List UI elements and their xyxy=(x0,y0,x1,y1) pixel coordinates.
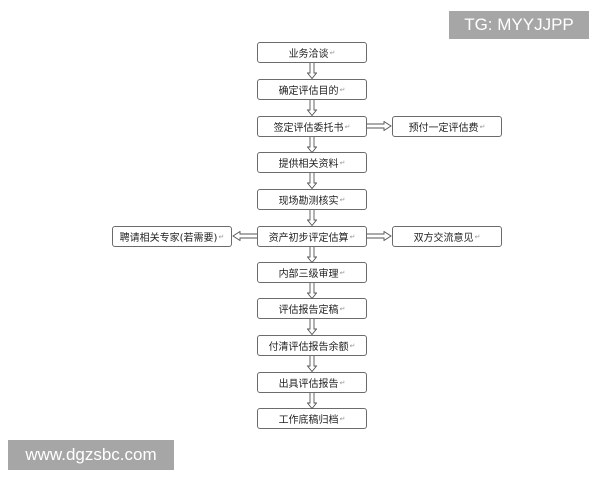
return-mark-icon: ↵ xyxy=(339,85,346,94)
step-archive-workpapers: 工作底稿归档↵ xyxy=(257,408,367,429)
down-arrow-icon xyxy=(307,283,317,299)
return-mark-icon: ↵ xyxy=(339,195,346,204)
right-arrow-icon xyxy=(367,121,392,131)
step-label: 内部三级审理 xyxy=(278,269,339,280)
step-label: 提供相关资料 xyxy=(278,159,339,170)
return-mark-icon: ↵ xyxy=(329,48,336,57)
return-mark-icon: ↵ xyxy=(339,158,346,167)
right-arrow-icon xyxy=(367,231,392,241)
step-label: 评估报告定稿 xyxy=(278,305,339,316)
return-mark-icon: ↵ xyxy=(339,268,346,277)
return-mark-icon: ↵ xyxy=(339,414,346,423)
step-label: 现场勘测核实 xyxy=(278,196,339,207)
step-provide-materials: 提供相关资料↵ xyxy=(257,152,367,173)
step-internal-review: 内部三级审理↵ xyxy=(257,262,367,283)
step-label: 签定评估委托书 xyxy=(273,123,344,134)
return-mark-icon: ↵ xyxy=(344,122,351,131)
step-preliminary-estimate: 资产初步评定估算↵ xyxy=(257,226,367,247)
side-step-hire-experts: 聘请相关专家(若需要)↵ xyxy=(112,226,232,247)
step-label: 确定评估目的 xyxy=(278,86,339,97)
step-issue-report: 出具评估报告↵ xyxy=(257,372,367,393)
step-label: 聘请相关专家(若需要) xyxy=(119,233,218,244)
down-arrow-icon xyxy=(307,319,317,335)
down-arrow-icon xyxy=(307,137,317,153)
return-mark-icon: ↵ xyxy=(349,232,356,241)
step-label: 资产初步评定估算 xyxy=(268,233,349,244)
step-label: 付清评估报告余额 xyxy=(268,342,349,353)
return-mark-icon: ↵ xyxy=(339,304,346,313)
side-step-prepay-fee: 预付一定评估费↵ xyxy=(392,116,502,137)
step-business-negotiation: 业务洽谈↵ xyxy=(257,42,367,63)
step-label: 工作底稿归档 xyxy=(278,415,339,426)
step-label: 双方交流意见 xyxy=(413,233,474,244)
step-label: 出具评估报告 xyxy=(278,379,339,390)
watermark-telegram: TG: MYYJJPP xyxy=(449,11,589,39)
down-arrow-icon xyxy=(307,173,317,189)
step-pay-balance: 付清评估报告余额↵ xyxy=(257,335,367,356)
side-step-mutual-exchange: 双方交流意见↵ xyxy=(392,226,502,247)
step-site-survey: 现场勘测核实↵ xyxy=(257,189,367,210)
step-sign-contract: 签定评估委托书↵ xyxy=(257,116,367,137)
step-label: 业务洽谈 xyxy=(288,49,329,60)
return-mark-icon: ↵ xyxy=(218,232,225,241)
return-mark-icon: ↵ xyxy=(339,378,346,387)
left-arrow-icon xyxy=(232,231,257,241)
down-arrow-icon xyxy=(307,393,317,409)
return-mark-icon: ↵ xyxy=(349,341,356,350)
step-finalize-report: 评估报告定稿↵ xyxy=(257,298,367,319)
down-arrow-icon xyxy=(307,247,317,263)
down-arrow-icon xyxy=(307,63,317,79)
watermark-website: www.dgzsbc.com xyxy=(8,440,174,470)
down-arrow-icon xyxy=(307,210,317,226)
step-determine-purpose: 确定评估目的↵ xyxy=(257,79,367,100)
step-label: 预付一定评估费 xyxy=(408,123,479,134)
down-arrow-icon xyxy=(307,100,317,116)
down-arrow-icon xyxy=(307,356,317,372)
return-mark-icon: ↵ xyxy=(479,122,486,131)
return-mark-icon: ↵ xyxy=(474,232,481,241)
